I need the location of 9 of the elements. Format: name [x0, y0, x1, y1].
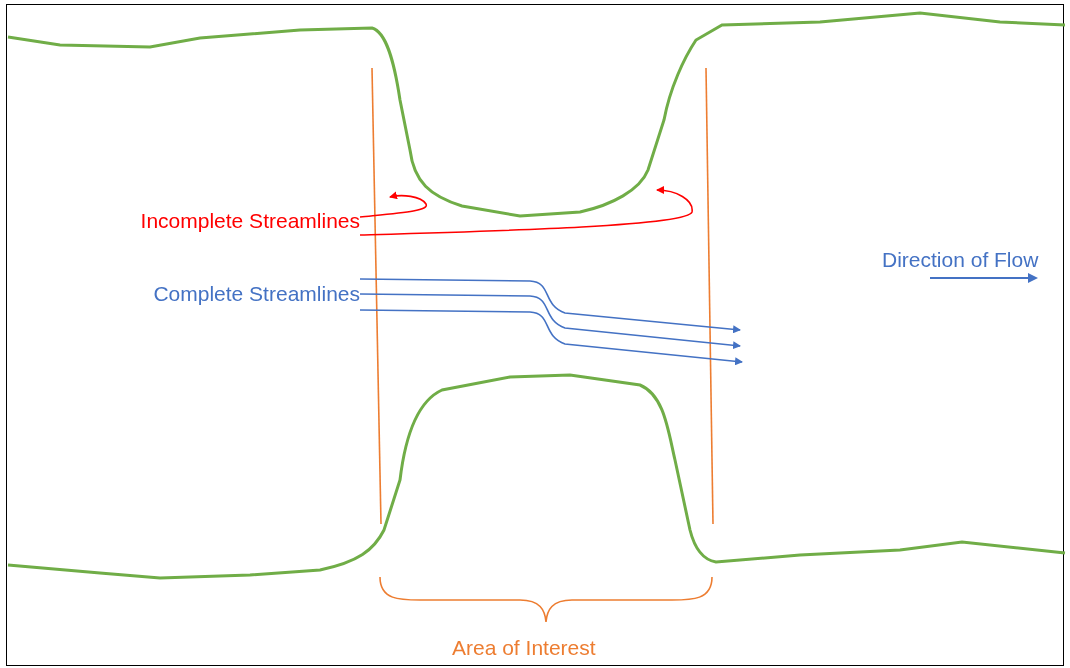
- streamline-arrow: [359, 278, 741, 334]
- streamline-arrow: [359, 186, 693, 236]
- flow-direction-label: Direction of Flow: [882, 247, 1039, 273]
- streamline-arrow: [359, 191, 428, 218]
- streamline-arrow: [359, 293, 741, 350]
- streamline-label: Complete Streamlines: [90, 272, 360, 316]
- area-label: Area of Interest: [452, 635, 596, 661]
- streamline-arrow: [359, 309, 743, 366]
- streamline-label: Incomplete Streamlines: [80, 203, 360, 239]
